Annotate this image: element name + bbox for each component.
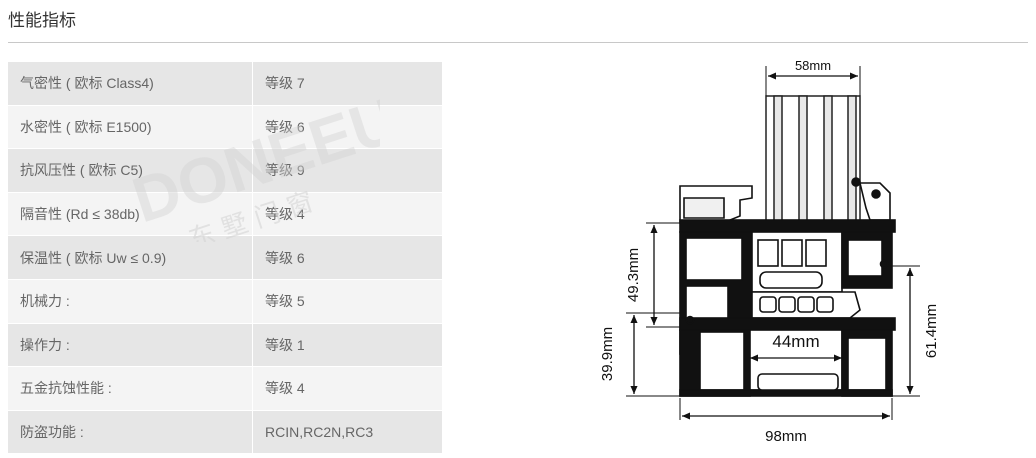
spec-label: 抗风压性 ( 欧标 C5) xyxy=(8,148,253,193)
frame-profile xyxy=(679,177,896,397)
spec-value: 等级 6 xyxy=(252,105,442,150)
table-row: 五金抗蚀性能 : 等级 4 xyxy=(8,366,442,411)
glass-unit xyxy=(765,95,861,222)
dimension-top: 58mm xyxy=(765,58,861,96)
spec-table: 气密性 ( 欧标 Class4) 等级 7 水密性 ( 欧标 E1500) 等级… xyxy=(8,62,442,455)
spec-value: 等级 6 xyxy=(252,235,442,280)
table-row: 隔音性 (Rd ≤ 38db) 等级 4 xyxy=(8,192,442,237)
table-row: 防盗功能 : RCIN,RC2N,RC3 xyxy=(8,410,442,455)
spec-value: 等级 4 xyxy=(252,192,442,237)
table-row: 抗风压性 ( 欧标 C5) 等级 9 xyxy=(8,148,442,193)
spec-value: 等级 4 xyxy=(252,366,442,411)
spec-value: 等级 7 xyxy=(252,62,442,106)
table-row: 水密性 ( 欧标 E1500) 等级 6 xyxy=(8,105,442,150)
dim-label-inner: 44mm xyxy=(772,332,819,351)
table-row: 气密性 ( 欧标 Class4) 等级 7 xyxy=(8,62,442,106)
profile-cross-section-diagram: 58mm xyxy=(599,58,940,445)
table-row: 机械力 : 等级 5 xyxy=(8,279,442,324)
dimension-left-upper: 49.3mm xyxy=(625,222,680,328)
page-title: 性能指标 xyxy=(8,11,76,30)
dim-label-left-upper: 49.3mm xyxy=(625,248,642,302)
spec-label: 防盗功能 : xyxy=(8,410,253,455)
spec-label: 隔音性 (Rd ≤ 38db) xyxy=(8,192,253,237)
dimension-right: 61.4mm xyxy=(892,265,940,397)
spec-value: 等级 9 xyxy=(252,148,442,193)
dimension-left-lower: 39.9mm xyxy=(599,312,680,397)
table-row: 保温性 ( 欧标 Uw ≤ 0.9) 等级 6 xyxy=(8,235,442,280)
dim-label-top: 58mm xyxy=(795,58,831,73)
dimension-bottom: 98mm xyxy=(679,398,893,445)
spec-label: 操作力 : xyxy=(8,323,253,368)
spec-value: 等级 1 xyxy=(252,323,442,368)
dim-label-bottom: 98mm xyxy=(765,428,807,445)
dimension-inner: 44mm xyxy=(750,331,842,362)
dim-label-right: 61.4mm xyxy=(923,304,940,358)
spec-label: 保温性 ( 欧标 Uw ≤ 0.9) xyxy=(8,235,253,280)
spec-label: 水密性 ( 欧标 E1500) xyxy=(8,105,253,150)
dim-label-left-lower: 39.9mm xyxy=(599,327,616,381)
spec-value: 等级 5 xyxy=(252,279,442,324)
table-row: 操作力 : 等级 1 xyxy=(8,323,442,368)
spec-label: 机械力 : xyxy=(8,279,253,324)
spec-label: 五金抗蚀性能 : xyxy=(8,366,253,411)
spec-label: 气密性 ( 欧标 Class4) xyxy=(8,62,253,106)
title-divider xyxy=(8,42,1028,43)
spec-value: RCIN,RC2N,RC3 xyxy=(252,410,442,455)
